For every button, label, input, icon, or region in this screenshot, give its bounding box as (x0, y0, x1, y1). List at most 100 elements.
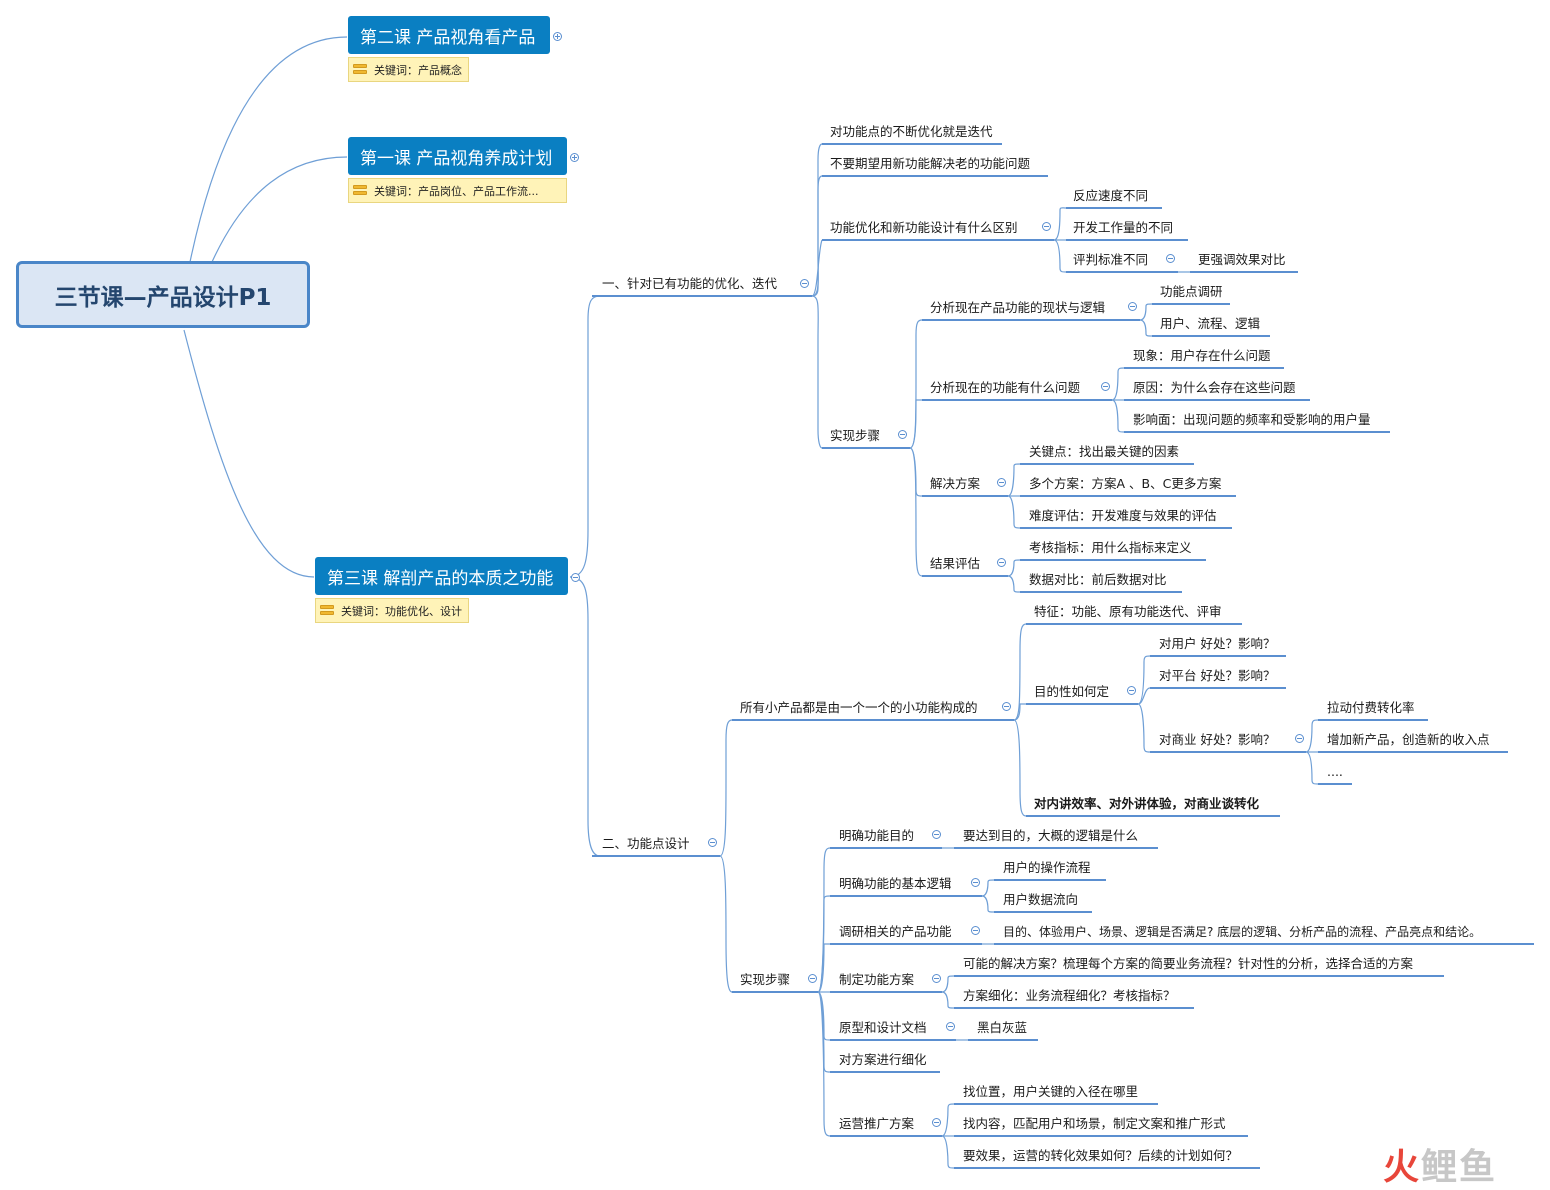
topic-node[interactable]: 拉动付费转化率 (1327, 700, 1415, 715)
topic-node[interactable]: 功能点调研 (1160, 284, 1223, 299)
topic-node[interactable]: 黑白灰蓝 (977, 1020, 1028, 1035)
collapse-icon[interactable] (932, 974, 941, 983)
topic-node[interactable]: 对平台 好处？影响？ (1159, 668, 1276, 683)
collapse-icon[interactable] (946, 1022, 955, 1031)
lesson-2-topic[interactable]: 第二课 产品视角看产品 (348, 16, 550, 54)
topic-node[interactable]: 调研相关的产品功能 (839, 924, 952, 939)
topic-node[interactable]: 方案细化：业务流程细化？考核指标？ (963, 988, 1176, 1003)
collapse-icon[interactable] (1042, 222, 1051, 231)
collapse-icon[interactable] (571, 573, 580, 582)
topic-node[interactable]: 对商业 好处？影响？ (1159, 732, 1276, 747)
topic-node[interactable]: 找位置，用户关键的入径在哪里 (963, 1084, 1139, 1099)
topic-node[interactable]: 现象：用户存在什么问题 (1133, 348, 1271, 363)
topic-node[interactable]: 要效果，运营的转化效果如何？后续的计划如何？ (963, 1148, 1239, 1163)
topic-node[interactable]: 要达到目的，大概的逻辑是什么 (963, 828, 1139, 843)
topic-node[interactable]: 分析现在的功能有什么问题 (930, 380, 1081, 395)
topic-underline (822, 175, 1048, 177)
topic-node[interactable]: 实现步骤 (830, 428, 881, 443)
topic-node[interactable]: 原型和设计文档 (839, 1020, 927, 1035)
topic-underline (1026, 815, 1280, 817)
topic-node[interactable]: 对功能点的不断优化就是迭代 (830, 124, 993, 139)
topic-underline (1318, 719, 1428, 721)
topic-underline (922, 319, 1140, 321)
topic-node[interactable]: 解决方案 (930, 476, 981, 491)
topic-node[interactable]: .... (1327, 764, 1343, 779)
topic-underline (994, 943, 1534, 945)
topic-underline (1026, 623, 1242, 625)
lesson-3-topic[interactable]: 第三课 解剖产品的本质之功能 (315, 557, 568, 595)
topic-node[interactable]: 运营推广方案 (839, 1116, 915, 1131)
lesson-3-note: 关键词：功能优化、设计 (315, 598, 469, 623)
topic-optimize-iterate[interactable]: 一、针对已有功能的优化、迭代 (602, 276, 778, 291)
collapse-icon[interactable] (932, 1118, 941, 1127)
topic-feature-design[interactable]: 二、功能点设计 (602, 836, 690, 851)
topic-node[interactable]: 对内讲效率、对外讲体验，对商业谈转化 (1034, 796, 1260, 811)
topic-underline (1150, 687, 1286, 689)
topic-node[interactable]: 目的、体验用户、场景、逻辑是否满足? 底层的逻辑、分析产品的流程、产品亮点和结论… (1003, 925, 1482, 939)
topic-underline (1026, 703, 1138, 705)
topic-node[interactable]: 开发工作量的不同 (1073, 220, 1174, 235)
topic-node[interactable]: 所有小产品都是由一个一个的小功能构成的 (740, 700, 978, 715)
topic-node[interactable]: 可能的解决方案？梳理每个方案的简要业务流程？针对性的分析，选择合适的方案 (963, 956, 1414, 971)
collapse-icon[interactable] (708, 838, 717, 847)
topic-node[interactable]: 实现步骤 (740, 972, 791, 987)
lesson-2-note-text: 关键词：产品概念 (374, 63, 462, 77)
topic-node[interactable]: 原因：为什么会存在这些问题 (1133, 380, 1296, 395)
collapse-icon[interactable] (1101, 382, 1110, 391)
collapse-icon[interactable] (1166, 254, 1175, 263)
topic-node[interactable]: 对用户 好处？影响？ (1159, 636, 1276, 651)
topic-node[interactable]: 难度评估：开发难度与效果的评估 (1029, 508, 1217, 523)
topic-node[interactable]: 用户数据流向 (1003, 892, 1079, 907)
collapse-icon[interactable] (1002, 702, 1011, 711)
topic-underline (922, 575, 1008, 577)
topic-node[interactable]: 数据对比：前后数据对比 (1029, 572, 1167, 587)
topic-node[interactable]: 用户、流程、逻辑 (1160, 316, 1261, 331)
topic-underline (1066, 271, 1178, 273)
collapse-icon[interactable] (997, 558, 1006, 567)
topic-node[interactable]: 明确功能的基本逻辑 (839, 876, 952, 891)
topic-underline (1318, 783, 1352, 785)
topic-underline (822, 447, 910, 449)
topic-node[interactable]: 用户的操作流程 (1003, 860, 1091, 875)
root-topic[interactable]: 三节课—产品设计P1 (16, 261, 310, 328)
collapse-icon[interactable] (1295, 734, 1304, 743)
topic-underline (592, 295, 812, 297)
expand-icon[interactable] (553, 32, 562, 41)
topic-node[interactable]: 制定功能方案 (839, 972, 915, 987)
watermark-logo: 火鲤鱼 (1383, 1138, 1497, 1190)
topic-node[interactable]: 影响面：出现问题的频率和受影响的用户量 (1133, 412, 1371, 427)
collapse-icon[interactable] (971, 878, 980, 887)
topic-node[interactable]: 明确功能目的 (839, 828, 915, 843)
topic-node[interactable]: 功能优化和新功能设计有什么区别 (830, 220, 1018, 235)
topic-node[interactable]: 反应速度不同 (1073, 188, 1149, 203)
topic-underline (1318, 751, 1508, 753)
topic-underline (968, 1039, 1038, 1041)
collapse-icon[interactable] (1128, 302, 1137, 311)
topic-node[interactable]: 目的性如何定 (1034, 684, 1110, 699)
topic-underline (1020, 559, 1206, 561)
collapse-icon[interactable] (1127, 686, 1136, 695)
watermark-part2: 鲤鱼 (1421, 1147, 1498, 1188)
topic-node[interactable]: 特征：功能、原有功能迭代、评审 (1034, 604, 1222, 619)
topic-underline (922, 399, 1112, 401)
topic-node[interactable]: 结果评估 (930, 556, 981, 571)
collapse-icon[interactable] (898, 430, 907, 439)
lesson-1-topic[interactable]: 第一课 产品视角养成计划 (348, 137, 567, 175)
topic-node[interactable]: 对方案进行细化 (839, 1052, 927, 1067)
topic-node[interactable]: 不要期望用新功能解决老的功能问题 (830, 156, 1031, 171)
topic-node[interactable]: 更强调效果对比 (1198, 252, 1286, 267)
topic-node[interactable]: 多个方案：方案A 、B、C更多方案 (1029, 476, 1222, 491)
collapse-icon[interactable] (800, 279, 809, 288)
expand-icon[interactable] (570, 153, 579, 162)
topic-node[interactable]: 考核指标：用什么指标来定义 (1029, 540, 1192, 555)
topic-underline (1020, 463, 1194, 465)
collapse-icon[interactable] (932, 830, 941, 839)
collapse-icon[interactable] (997, 478, 1006, 487)
topic-node[interactable]: 增加新产品，创造新的收入点 (1327, 732, 1490, 747)
topic-node[interactable]: 关键点：找出最关键的因素 (1029, 444, 1180, 459)
topic-node[interactable]: 评判标准不同 (1073, 252, 1149, 267)
collapse-icon[interactable] (808, 974, 817, 983)
topic-node[interactable]: 分析现在产品功能的现状与逻辑 (930, 300, 1106, 315)
collapse-icon[interactable] (971, 926, 980, 935)
topic-node[interactable]: 找内容，匹配用户和场景，制定文案和推广形式 (963, 1116, 1226, 1131)
